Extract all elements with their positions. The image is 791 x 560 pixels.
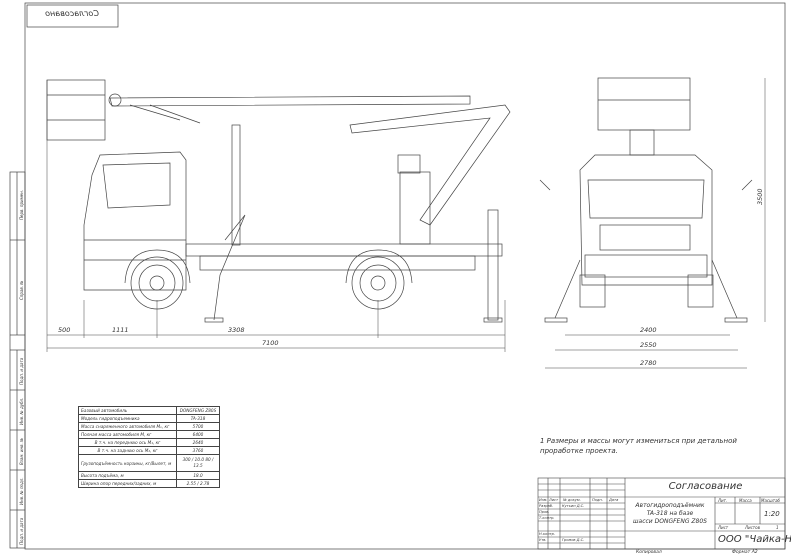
- scale-label: Масштаб: [761, 498, 781, 503]
- spec-label: Базовый автомобиль: [78, 406, 177, 415]
- title-heading: Согласование: [668, 481, 743, 492]
- col-header-sign: Подп.: [592, 498, 603, 502]
- role-checker: Пров.: [539, 510, 550, 514]
- dim-width: 2550: [640, 341, 657, 349]
- strip-label: Инв. № дубл.: [19, 398, 24, 425]
- col-header-date: Дата: [609, 498, 619, 502]
- spec-label: Высота подъёма, м: [78, 471, 177, 480]
- top-stamp-box: [26, 4, 119, 28]
- dim-overall-length: 7100: [262, 339, 279, 347]
- top-stamp-text: Согласовано: [45, 9, 99, 18]
- dim-track: 2400: [640, 326, 657, 334]
- spec-label: В т.ч. на переднюю ось M₁, кг: [78, 438, 177, 447]
- dim-outrigger-span: 2780: [640, 359, 657, 367]
- sheet-label: Лист: [718, 525, 729, 530]
- spec-label: В т.ч. на заднюю ось M₂, кг: [78, 446, 177, 455]
- drawing-note: 1 Размеры и массы могут измениться при д…: [540, 437, 737, 455]
- product-line: Автогидроподъёмник: [635, 502, 705, 509]
- sheets-label: Листов: [745, 525, 760, 530]
- role-developer: Разраб.: [539, 504, 554, 508]
- strip-label: Инв. № подл.: [19, 477, 24, 505]
- dim-front-overhang: 500: [58, 326, 70, 334]
- developer-name: Кутьин Д.С.: [562, 504, 585, 508]
- product-name: Автогидроподъёмник TA-318 на базе шасси …: [627, 502, 713, 526]
- dim-cab-to-axle: 1111: [112, 326, 129, 334]
- front-view-truck: [539, 77, 753, 323]
- title-block-frame: [537, 477, 786, 550]
- spec-value: 3760: [176, 446, 220, 455]
- spec-label: Грузоподъёмность корзины, кг/Вылет, м: [78, 454, 177, 472]
- product-line: TA-318 на базе: [646, 510, 694, 517]
- side-view-truck: [46, 79, 511, 323]
- strip-label: Подп. и дата: [19, 357, 24, 385]
- dim-wheelbase: 3308: [228, 326, 245, 334]
- scale-value: 1:20: [764, 510, 780, 518]
- role-tech-control: Т.контр.: [539, 516, 555, 520]
- role-approver: Утв.: [539, 538, 547, 542]
- spec-value: 6400: [176, 430, 220, 439]
- copied-label: Копировал: [636, 550, 662, 555]
- col-header-change: Изм.: [539, 498, 548, 502]
- col-header-sheet: Лист: [549, 498, 559, 502]
- spec-value: 18.0: [176, 471, 220, 480]
- strip-label: Перв. примен.: [19, 190, 24, 220]
- left-side-strip: [9, 171, 26, 549]
- approver-name: Громов Д.С.: [562, 538, 585, 542]
- dim-height: 3500: [756, 188, 764, 205]
- spec-value: TA-318: [176, 414, 220, 423]
- sheets-count: 1: [776, 525, 779, 530]
- company-name: ООО "Чайка-НН": [718, 534, 791, 545]
- spec-value: 2.55 / 2.78: [176, 479, 220, 488]
- spec-value: DONGFENG Z80S: [176, 406, 220, 415]
- role-norm-control: Н.контр.: [539, 532, 556, 536]
- spec-value: 2640: [176, 438, 220, 447]
- strip-label: Справ. №: [19, 281, 24, 300]
- spec-label: Масса снаряженного автомобиля Mₒ, кг: [78, 422, 177, 431]
- dimension-lines: [46, 78, 766, 369]
- strip-label: Подп. и дата: [19, 517, 24, 545]
- spec-value: 300 / 10.0 80 / 13.5: [176, 454, 220, 472]
- lit-label: Лит.: [718, 498, 728, 503]
- spec-label: Ширина опор передних/задних, м: [78, 479, 177, 488]
- spec-label: Полная масса автомобиля M, кг: [78, 430, 177, 439]
- col-header-docnum: № докум.: [563, 498, 581, 502]
- spec-label: Модель гидроподъемника: [78, 414, 177, 423]
- product-line: шасси DONGFENG Z80S: [633, 518, 707, 525]
- spec-value: 5700: [176, 422, 220, 431]
- strip-label: Взам. инв. №: [19, 438, 24, 465]
- format-label: Формат A2: [732, 550, 758, 555]
- mass-label: Масса: [739, 498, 752, 503]
